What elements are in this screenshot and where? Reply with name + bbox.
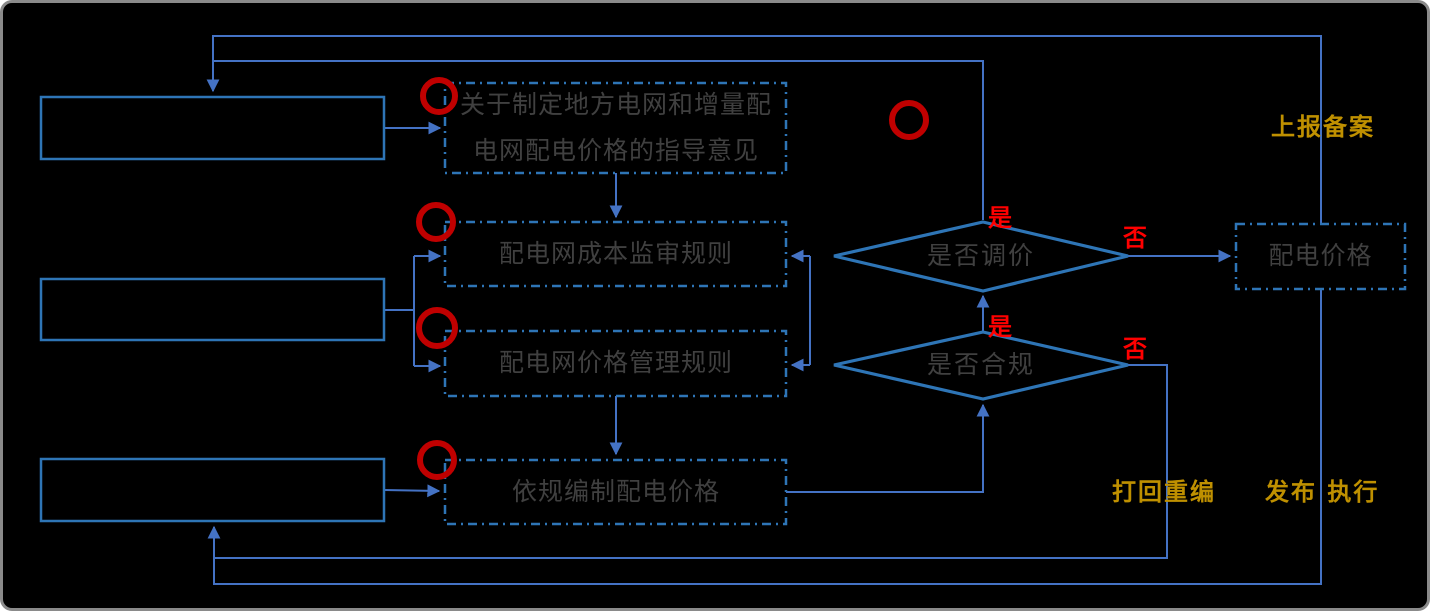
compile-price-label: 依规编制配电价格: [511, 476, 720, 506]
rework-label: 打回重编: [1112, 478, 1216, 506]
dist-price-box: [1234, 222, 1407, 291]
cost-rule-box: [443, 220, 788, 288]
annotation-circle-floating: [889, 100, 929, 140]
decision-adjust-diamond: [833, 220, 1129, 293]
flowchart-graphics: [39, 35, 1407, 585]
adjust-yes-label: 是: [988, 204, 1012, 232]
guidance-doc-box: [443, 81, 788, 175]
edge-comply-no-rework: [214, 364, 1168, 559]
compile-price-box: [443, 458, 788, 526]
annotation-circle-costrule: [416, 202, 456, 242]
edge-compile-to-comply: [786, 403, 990, 493]
price-rule-box: [443, 329, 788, 398]
blank-box-middle: [39, 277, 386, 342]
price-rule-label: 配电网价格管理规则: [498, 348, 733, 378]
guidance-doc-line1: 关于制定地方电网和增量配: [459, 90, 772, 119]
publish-execute-label: 发布 执行: [1265, 478, 1380, 506]
comply-yes-label: 是: [988, 313, 1012, 341]
annotation-circle-guidance: [420, 77, 458, 115]
report-filing-label: 上报备案: [1271, 113, 1375, 141]
edge-adjust-yes: [213, 60, 984, 220]
comply-no-label: 否: [1123, 335, 1147, 363]
guidance-doc-line2: 电网配电价格的指导意见: [472, 136, 759, 165]
blank-box-top: [39, 95, 386, 161]
annotation-circle-compile: [417, 440, 457, 480]
adjust-no-label: 否: [1123, 224, 1147, 252]
decision-comply-diamond: [833, 330, 1129, 401]
decision-comply-label: 是否合规: [926, 349, 1035, 379]
edge-publish-execute: [207, 289, 1322, 585]
annotation-circle-pricerule: [416, 307, 458, 349]
edge-box3-to-compile: [383, 484, 441, 498]
cost-rule-label: 配电网成本监审规则: [498, 238, 733, 268]
guidance-doc-label: 关于制定地方电网和增量配 电网配电价格的指导意见: [447, 85, 785, 171]
dist-price-label: 配电价格: [1268, 241, 1373, 271]
decision-adjust-label: 是否调价: [926, 240, 1035, 270]
edge-report-feedback: [206, 35, 1322, 223]
blank-box-bottom: [39, 457, 386, 523]
